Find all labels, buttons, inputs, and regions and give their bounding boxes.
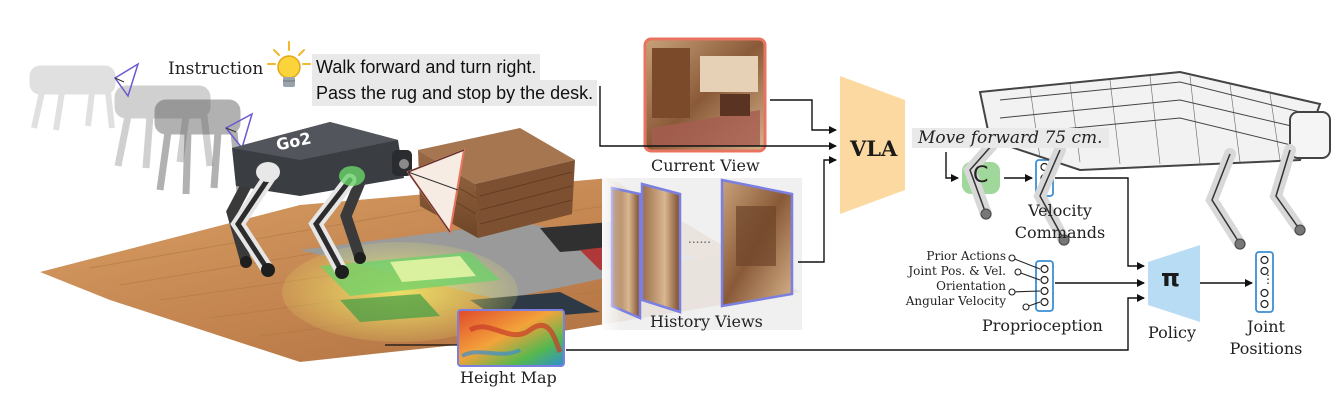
joint-label-line-1: Joint: [1247, 317, 1285, 336]
instruction-text: Walk forward and turn right. Pass the ru…: [312, 54, 598, 106]
current-view-image: [643, 37, 767, 153]
proprioception-vector: [1035, 260, 1054, 312]
vla-block: [840, 76, 905, 214]
velocity-label-line-1: Velocity: [1028, 201, 1092, 220]
proprioception-inputs: Prior Actions Joint Pos. & Vel. Orientat…: [860, 249, 1006, 309]
ghost-camera-frustums: [113, 62, 254, 150]
camera-frustum: [406, 148, 466, 235]
current-view-label: Current View: [651, 156, 760, 175]
proprio-input-1: Joint Pos. & Vel.: [908, 264, 1006, 278]
height-map-label: Height Map: [460, 368, 557, 387]
joint-label-line-2: Positions: [1229, 339, 1303, 358]
joint-ellipsis: ⋮: [1262, 272, 1274, 286]
policy-block: [1148, 245, 1200, 322]
history-views-label: History Views: [650, 312, 763, 331]
policy-symbol: π: [1161, 264, 1180, 292]
instruction-label: Instruction: [168, 59, 264, 79]
vla-output-text: Move forward 75 cm.: [912, 128, 1109, 148]
joint-positions-label: Joint Positions: [1218, 316, 1314, 360]
policy-label: Policy: [1148, 323, 1196, 342]
joint-positions-vector: [1255, 251, 1274, 313]
vla-label: VLA: [850, 136, 898, 161]
velocity-commands-label: Velocity Commands: [1000, 200, 1120, 244]
height-map-image: [457, 309, 565, 367]
proprio-input-2: Orientation: [936, 279, 1006, 293]
history-views-ellipsis: ......: [688, 232, 711, 246]
lightbulb-icon: [267, 41, 311, 87]
proprioception-input-connectors: [1008, 254, 1041, 311]
instruction-line-1: Walk forward and turn right.: [312, 54, 541, 80]
proprioception-label: Proprioception: [982, 316, 1103, 335]
history-views-stack: [602, 178, 802, 330]
proprio-input-0: Prior Actions: [926, 249, 1006, 263]
proprio-input-3: Angular Velocity: [905, 294, 1006, 308]
flow-arrows: [566, 86, 1253, 351]
instruction-line-2: Pass the rug and stop by the desk.: [312, 80, 598, 106]
ghost-robot-3: [154, 99, 244, 195]
velocity-label-line-2: Commands: [1014, 223, 1106, 242]
c-module-label: C: [973, 163, 989, 188]
ghost-robot-2: [114, 85, 214, 169]
go2-robot: [226, 122, 412, 279]
ghost-robot-1: [29, 65, 116, 131]
